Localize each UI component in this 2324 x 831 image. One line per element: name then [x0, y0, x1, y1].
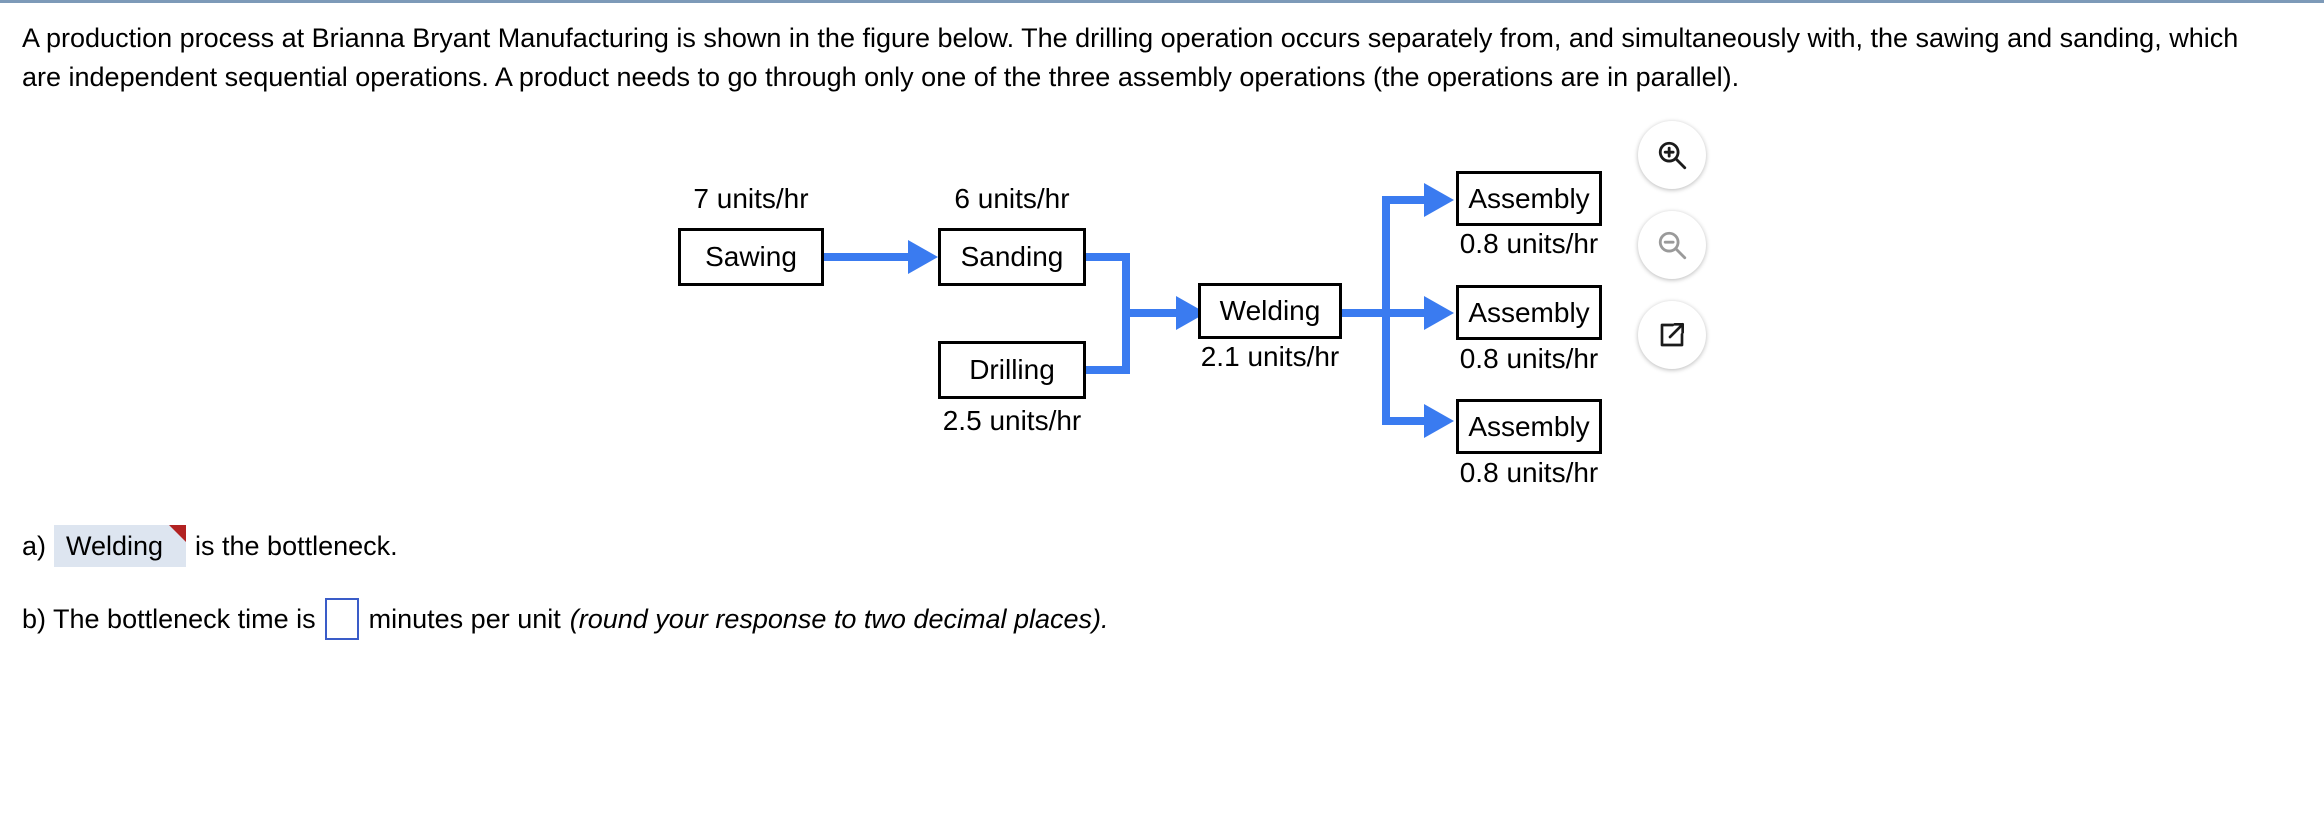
process-node-assembly-2: Assembly [1456, 285, 1602, 340]
rate-label-assembly-2: 0.8 units/hr [1459, 343, 1599, 374]
connector-merge-to-welding [1122, 309, 1184, 317]
figure-zoom-toolbar [1638, 121, 1714, 391]
process-node-assembly-3: Assembly [1456, 399, 1602, 454]
connector-drilling-out [1083, 366, 1130, 374]
process-node-drilling: Drilling [938, 341, 1086, 399]
rate-label-welding: 2.1 units/hr [1200, 341, 1340, 372]
zoom-in-icon [1655, 138, 1689, 172]
answer-a-prefix: a) [22, 531, 47, 561]
answer-row-a: a) Welding is the bottleneck. [22, 525, 398, 567]
rate-label-sawing: 7 units/hr [693, 183, 809, 214]
answer-row-b: b) The bottleneck time is minutes per un… [22, 598, 1109, 640]
problem-page: A production process at Brianna Bryant M… [0, 3, 2324, 831]
connector-sanding-out [1083, 253, 1130, 261]
process-flow-diagram: 7 units/hr 6 units/hr 2.5 units/hr 2.1 u… [0, 143, 2324, 503]
answer-b-hint: (round your response to two decimal plac… [569, 604, 1109, 634]
answer-b-middle: minutes per unit [368, 604, 561, 634]
zoom-out-button[interactable] [1638, 211, 1706, 279]
problem-statement: A production process at Brianna Bryant M… [22, 23, 2239, 92]
process-node-sawing: Sawing [678, 228, 824, 286]
answer-b-prefix: b) The bottleneck time is [22, 604, 316, 634]
process-node-welding: Welding [1198, 283, 1342, 339]
connector-welding-out [1338, 309, 1390, 317]
rate-label-assembly-1: 0.8 units/hr [1459, 228, 1599, 259]
zoom-in-button[interactable] [1638, 121, 1706, 189]
connector-to-assembly-3 [1382, 417, 1430, 425]
arrowhead-to-assembly-1 [1424, 183, 1454, 217]
rate-label-sanding: 6 units/hr [954, 183, 1070, 214]
page-top-rule [0, 0, 2324, 3]
rate-label-drilling: 2.5 units/hr [942, 405, 1082, 436]
arrowhead-sawing-to-sanding [908, 240, 938, 274]
pop-out-icon [1656, 319, 1688, 351]
connector-sawing-to-sanding [823, 253, 913, 261]
process-node-sanding: Sanding [938, 228, 1086, 286]
arrowhead-to-assembly-2 [1424, 296, 1454, 330]
rate-label-assembly-3: 0.8 units/hr [1459, 457, 1599, 488]
bottleneck-select[interactable]: Welding [54, 525, 187, 567]
bottleneck-time-input[interactable] [324, 598, 359, 640]
connector-to-assembly-1 [1382, 196, 1430, 204]
answer-a-suffix: is the bottleneck. [195, 531, 398, 561]
connector-to-assembly-2 [1382, 309, 1430, 317]
pop-out-button[interactable] [1638, 301, 1706, 369]
process-node-assembly-1: Assembly [1456, 171, 1602, 226]
zoom-out-icon [1655, 228, 1689, 262]
arrowhead-to-assembly-3 [1424, 404, 1454, 438]
